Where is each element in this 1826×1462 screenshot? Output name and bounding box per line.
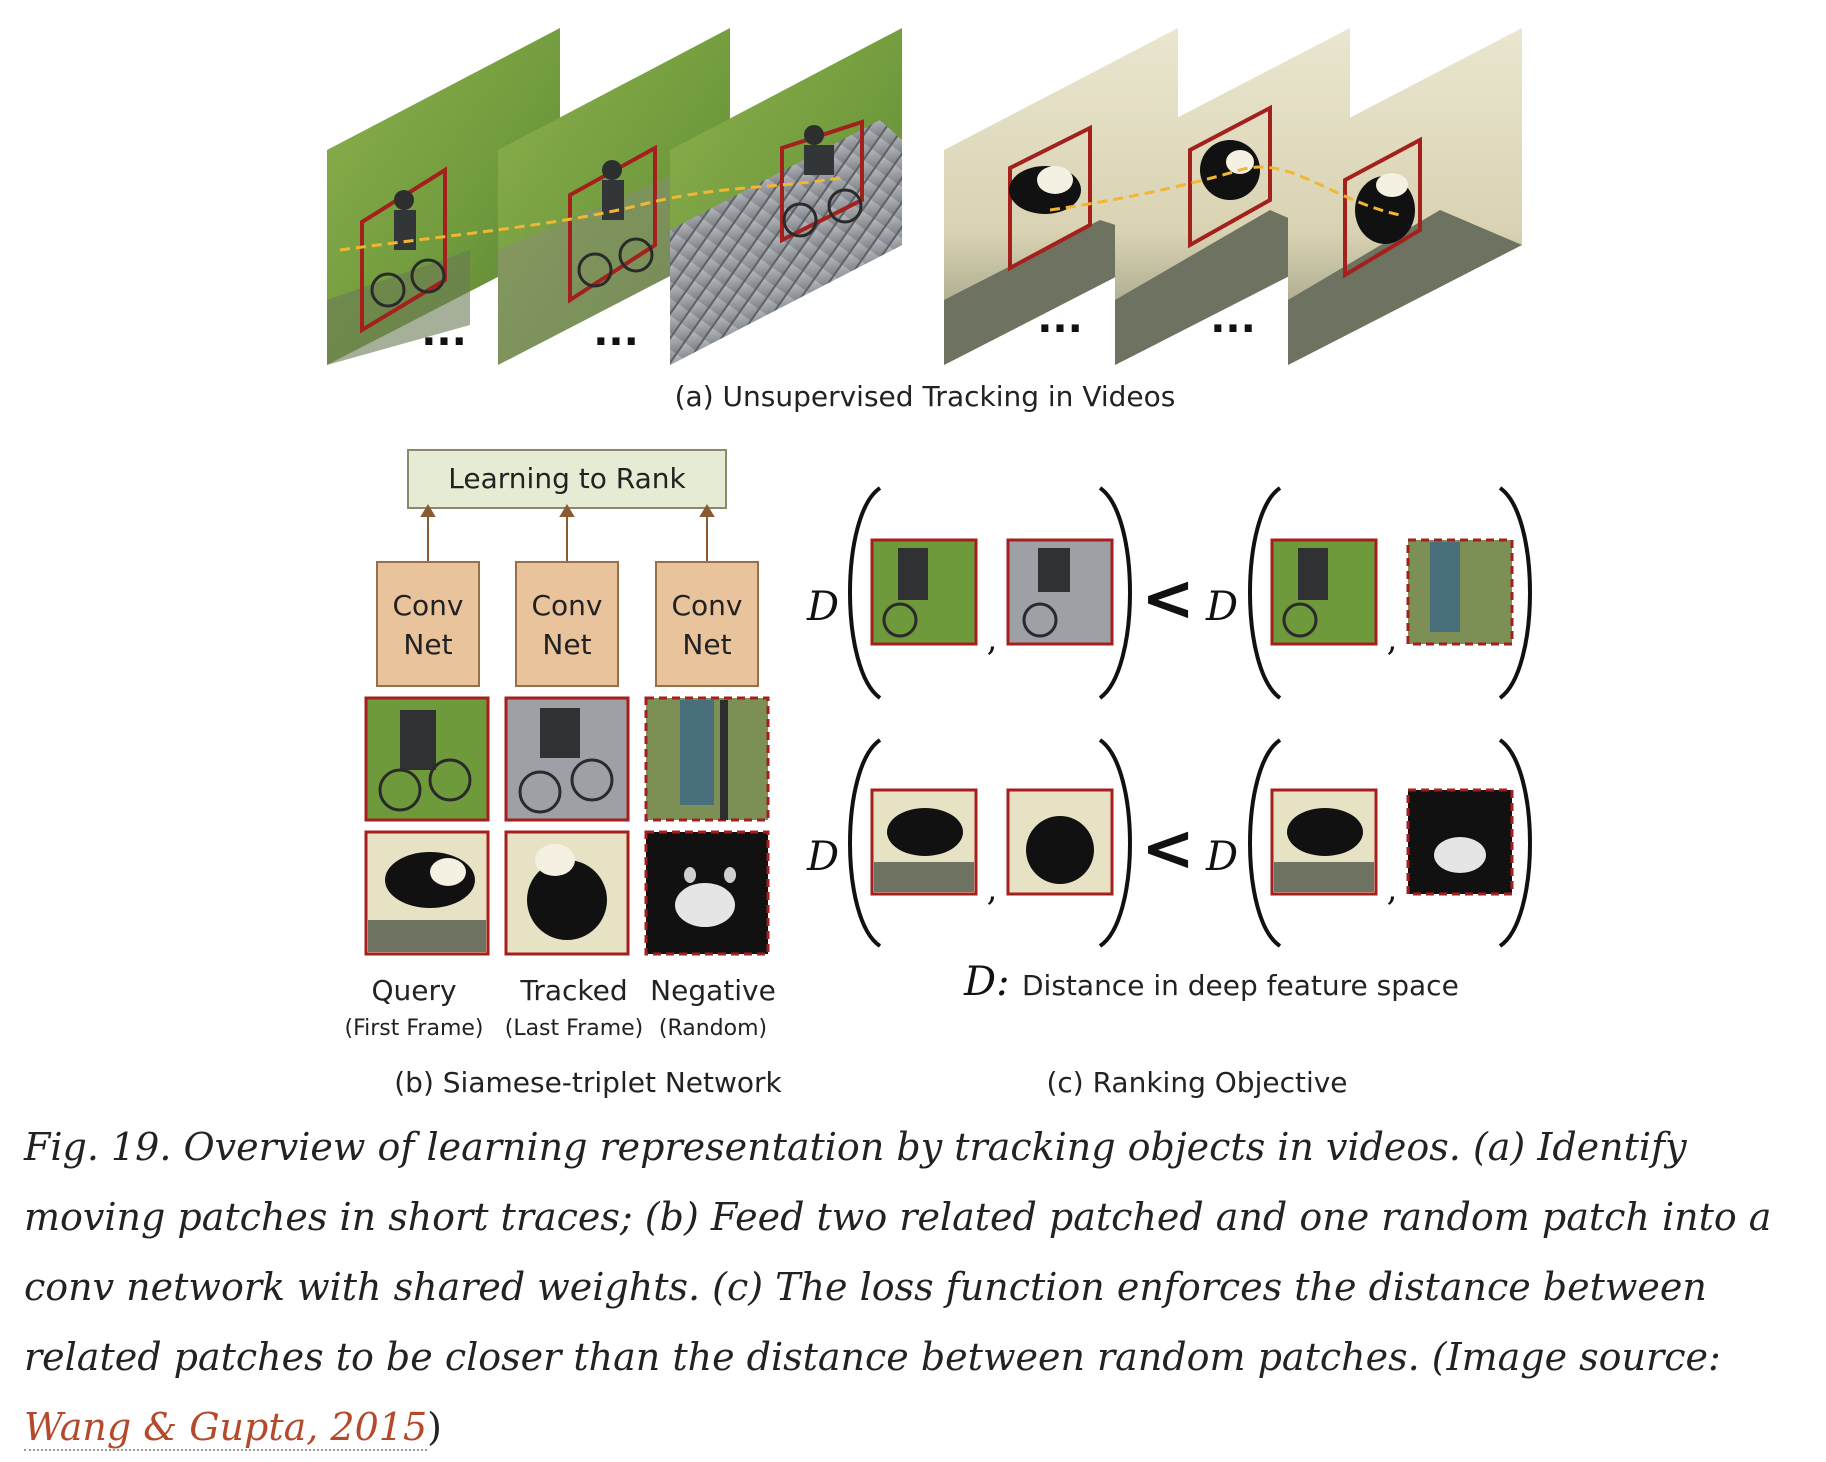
paren-right	[1498, 738, 1532, 948]
paren-left	[848, 738, 882, 948]
panel-a: ... ... ... ... (a) Unsupervised Trac	[327, 28, 1522, 413]
comma: ,	[1387, 869, 1398, 909]
d-symbol: D	[1205, 584, 1238, 630]
d-symbol: D	[1205, 834, 1238, 880]
panel-c-caption: (c) Ranking Objective	[1046, 1066, 1347, 1099]
patch-bike-tracked	[504, 696, 630, 822]
figure: ... ... ... ... (a) Unsupervised Trac	[327, 28, 1532, 1099]
patch-dog-query	[1270, 788, 1378, 896]
column-sub-tracked: (Last Frame)	[505, 1016, 644, 1041]
comma: ,	[1387, 619, 1398, 659]
patch-dog-tracked	[504, 830, 630, 956]
patch-bike-query	[364, 696, 490, 822]
arrows	[420, 504, 715, 562]
comma: ,	[987, 619, 998, 659]
panel-b-caption: (b) Siamese-triplet Network	[394, 1066, 782, 1099]
legend-symbol: D:	[963, 959, 1010, 1005]
patch-bike-query	[870, 538, 978, 646]
column-label-tracked: Tracked	[519, 974, 627, 1007]
convnet-box-negative: Conv Net	[655, 561, 759, 687]
column-sub-negative: (Random)	[659, 1016, 767, 1041]
ellipsis: ...	[1210, 296, 1256, 342]
column-sub-query: (First Frame)	[344, 1016, 483, 1041]
less-than-symbol: <	[1141, 812, 1195, 886]
caption-suffix: )	[427, 1405, 442, 1449]
paren-left	[848, 486, 882, 700]
caption-text: Fig. 19. Overview of learning representa…	[24, 1125, 1772, 1379]
paren-right	[1098, 738, 1132, 948]
video-frame-bike-1	[327, 28, 560, 365]
convnet-box-query: Conv Net	[376, 561, 480, 687]
svg-text:Net: Net	[682, 628, 731, 661]
column-label-query: Query	[371, 974, 456, 1007]
patch-cat-negative	[644, 830, 770, 956]
patch-bike-query	[1270, 538, 1378, 646]
panel-a-caption: (a) Unsupervised Tracking in Videos	[675, 380, 1176, 413]
patch-bike-negative	[1406, 538, 1514, 646]
svg-text:Conv: Conv	[672, 589, 743, 622]
comma: ,	[987, 869, 998, 909]
ellipsis: ...	[1037, 296, 1083, 342]
patch-cat-negative	[1406, 788, 1514, 896]
patch-dog-query	[364, 830, 490, 956]
column-label-negative: Negative	[650, 974, 776, 1007]
svg-text:Conv: Conv	[393, 589, 464, 622]
panel-c: D , < D , D	[806, 486, 1532, 1099]
track-path-bike	[339, 176, 841, 252]
patch-bike-negative	[644, 696, 770, 822]
d-symbol: D	[806, 584, 839, 630]
paren-left	[1248, 738, 1282, 948]
legend-text: Distance in deep feature space	[1022, 969, 1459, 1002]
source-link[interactable]: Wang & Gupta, 2015	[24, 1405, 428, 1451]
ellipsis: ...	[593, 309, 639, 355]
learning-to-rank-label: Learning to Rank	[448, 462, 686, 495]
paren-right	[1498, 486, 1532, 700]
less-than-symbol: <	[1141, 562, 1195, 636]
convnet-box-tracked: Conv Net	[515, 561, 619, 687]
track-path-dog	[1049, 165, 1401, 217]
d-symbol: D	[806, 834, 839, 880]
ellipsis: ...	[421, 309, 467, 355]
paren-left	[1248, 486, 1282, 700]
paren-right	[1098, 486, 1132, 700]
patch-bike-tracked	[1006, 538, 1114, 646]
svg-text:Net: Net	[403, 628, 452, 661]
patch-dog-tracked	[1006, 788, 1114, 896]
figure-caption: Fig. 19. Overview of learning representa…	[24, 1112, 1814, 1462]
video-frame-bike-3	[670, 28, 902, 365]
learning-to-rank-box	[407, 449, 727, 509]
patch-dog-query	[870, 788, 978, 896]
svg-text:Net: Net	[542, 628, 591, 661]
svg-text:Conv: Conv	[532, 589, 603, 622]
panel-b: Learning to Rank Conv Net Conv Net Conv …	[344, 449, 783, 1099]
video-frame-dog-3	[1288, 28, 1522, 365]
